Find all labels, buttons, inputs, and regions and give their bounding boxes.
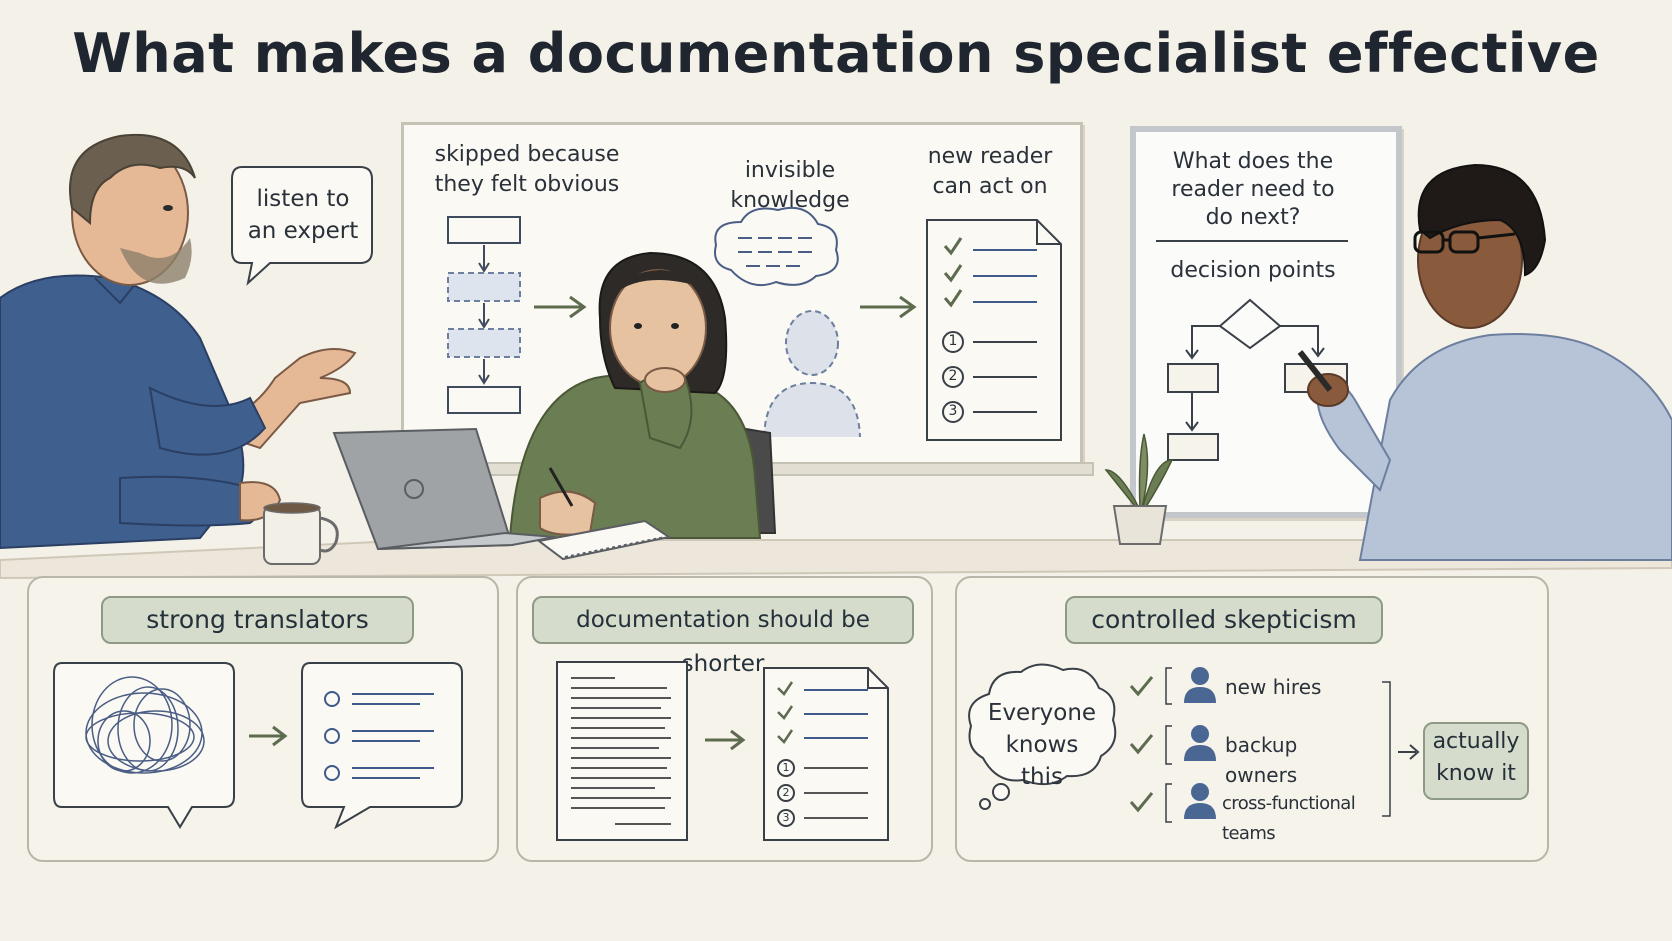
step-number: 2	[948, 368, 958, 384]
group-label: backup owners	[1225, 733, 1298, 787]
check-icon	[1129, 676, 1154, 697]
arrow-right-icon	[249, 725, 288, 747]
group-label: new hires	[1225, 675, 1322, 699]
thought-text: Everyone knows this	[987, 700, 1097, 790]
panel-title: strong translators	[101, 596, 414, 644]
decision-points-label: decision points	[1170, 258, 1336, 283]
arrow-right-icon	[705, 729, 746, 751]
page-title: What makes a documentation specialist ef…	[72, 22, 1600, 85]
step-number: 1	[948, 333, 958, 349]
panel-title: documentation should be shorter	[532, 596, 914, 677]
writer-person	[508, 251, 777, 539]
checklist-document	[763, 667, 889, 841]
expert-person	[0, 134, 357, 550]
result-badge: actually know it	[1423, 722, 1529, 800]
user-icon	[1184, 783, 1216, 819]
table	[0, 539, 1672, 580]
panel-title: controlled skepticism	[1065, 596, 1383, 644]
skipped-label: skipped because they felt obvious	[434, 142, 620, 197]
speech-bubble	[231, 166, 373, 286]
laptop	[332, 427, 556, 551]
group-label: cross-functional teams	[1222, 793, 1356, 844]
reviewer-person	[1297, 163, 1672, 561]
coffee-mug	[263, 502, 339, 565]
bracket	[1165, 667, 1172, 823]
step-number: 3	[948, 403, 958, 419]
process-flow	[447, 216, 521, 414]
person-outline-icon	[763, 310, 861, 438]
arrow-right-icon	[860, 295, 917, 319]
thought-cloud-icon	[714, 206, 839, 286]
check-icon	[1129, 792, 1154, 813]
notebook	[536, 519, 672, 561]
arrow-right-icon	[534, 295, 587, 319]
arrow-right-icon	[1398, 744, 1420, 760]
step-number: 2	[782, 786, 790, 799]
check-icon	[1129, 734, 1154, 755]
step-number: 3	[782, 811, 790, 824]
new-reader-label: new reader can act on	[927, 144, 1053, 199]
speech-bubble-text: listen to an expert	[247, 186, 359, 244]
step-number: 1	[782, 761, 790, 774]
checklist-document	[926, 219, 1062, 441]
reader-question: What does the reader need to do next?	[1171, 149, 1335, 230]
user-icon	[1184, 667, 1216, 703]
tangled-thoughts-bubble	[53, 662, 235, 829]
thought-cloud-icon	[968, 663, 1117, 810]
clear-list-bubble	[301, 662, 463, 830]
long-document-icon	[556, 661, 688, 841]
potted-plant	[1104, 433, 1174, 545]
divider	[1156, 240, 1348, 242]
user-icon	[1184, 725, 1216, 761]
bracket	[1382, 681, 1391, 817]
